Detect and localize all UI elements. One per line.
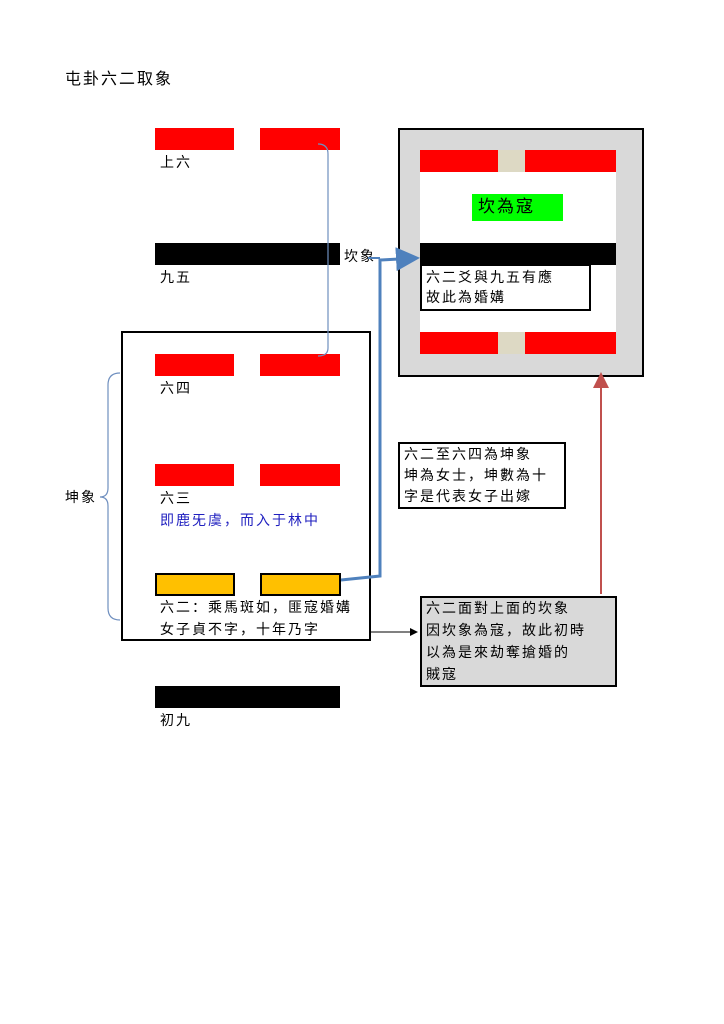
- kan-green-label-box: 坎為寇: [472, 194, 563, 221]
- liu-er-to-kan-arrow: [340, 247, 420, 582]
- liu-si-bar-left: [155, 354, 234, 376]
- kun-note-line1: 六二至六四為坤象: [404, 447, 532, 463]
- kan-top-bar-right: [525, 150, 616, 172]
- chu-jiu-bar: [155, 686, 340, 708]
- gray-note-line3: 以為是來劫奪搶婚的: [426, 645, 570, 661]
- chu-jiu-label: 初九: [160, 713, 192, 729]
- kun-group-box: [121, 331, 371, 641]
- liu-er-bar-left: [155, 573, 235, 596]
- diagram-title: 屯卦六二取象: [65, 69, 174, 88]
- kan-note-line1: 六二爻與九五有應: [426, 270, 554, 286]
- kan-note-line2: 故此為婚媾: [426, 290, 506, 306]
- gray-note-line4: 賊寇: [426, 667, 458, 683]
- kan-bottom-gap: [498, 332, 525, 354]
- liu-san-label: 六三: [160, 491, 192, 507]
- liu-er-text-1: 六二：乘馬斑如，匪寇婚媾: [160, 600, 352, 616]
- jiu-wu-label: 九五: [160, 270, 192, 286]
- kun-brace: [99, 372, 121, 621]
- shang-liu-bar-left: [155, 128, 234, 150]
- liu-san-text: 即鹿旡虞，而入于林中: [160, 513, 320, 529]
- liu-si-label: 六四: [160, 381, 192, 397]
- kan-green-label: 坎為寇: [478, 197, 535, 217]
- gray-note-line1: 六二面對上面的坎象: [426, 601, 570, 617]
- kan-bottom-bar-right: [525, 332, 616, 354]
- kan-note-box: 六二爻與九五有應 故此為婚媾: [420, 264, 591, 311]
- shang-liu-label: 上六: [160, 155, 192, 171]
- kun-note-line3: 字是代表女子出嫁: [404, 489, 532, 505]
- gray-note-line2: 因坎象為寇，故此初時: [426, 623, 586, 639]
- kan-top-gap: [498, 150, 525, 172]
- kan-middle-bar: [420, 243, 616, 265]
- liu-si-bar-right: [260, 354, 340, 376]
- kun-xiang-label: 坤象: [65, 490, 97, 506]
- liu-san-bar-right: [260, 464, 340, 486]
- jiu-wu-bar: [155, 243, 340, 265]
- kan-bracket: [317, 143, 329, 357]
- kan-bottom-bar-left: [420, 332, 498, 354]
- gray-note-box: 六二面對上面的坎象 因坎象為寇，故此初時 以為是來劫奪搶婚的 賊寇: [420, 596, 617, 687]
- liu-san-bar-left: [155, 464, 234, 486]
- liu-er-text-2: 女子貞不字，十年乃字: [160, 622, 320, 638]
- liu-er-bar-right: [260, 573, 341, 596]
- kun-note-line2: 坤為女士，坤數為十: [404, 468, 548, 484]
- kun-note-box: 六二至六四為坤象 坤為女士，坤數為十 字是代表女子出嫁: [398, 442, 566, 509]
- kan-xiang-label: 坎象: [344, 249, 376, 265]
- kan-top-bar-left: [420, 150, 498, 172]
